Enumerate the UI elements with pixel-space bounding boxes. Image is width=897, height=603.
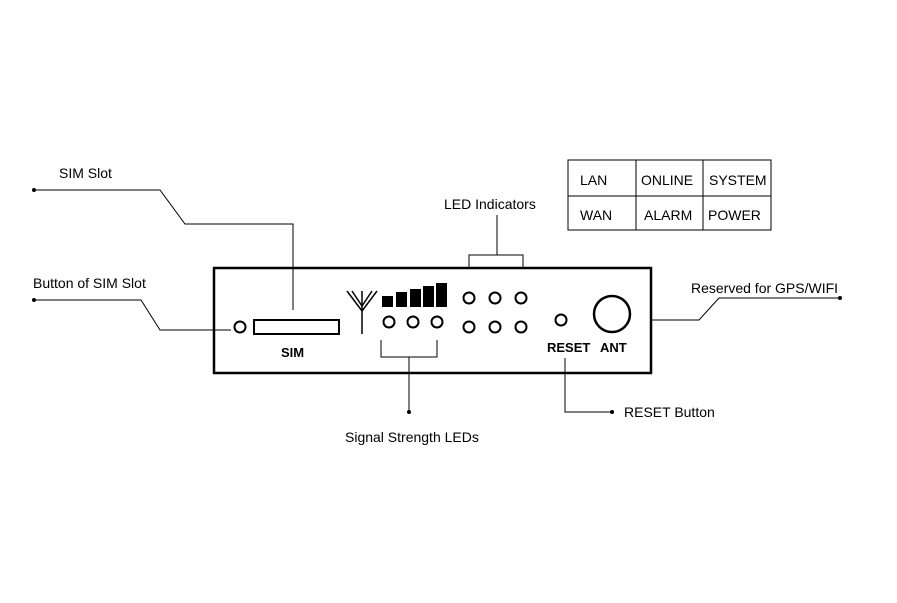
sim-eject-button[interactable] xyxy=(233,320,247,334)
led-indicator-system xyxy=(514,291,528,305)
callout-signal-strength: Signal Strength LEDs xyxy=(345,429,479,445)
signal-led xyxy=(406,315,420,329)
signal-led xyxy=(382,315,396,329)
signal-bars-icon xyxy=(382,283,447,307)
signal-led xyxy=(430,315,444,329)
callout-lines xyxy=(34,189,840,413)
callout-endpoints xyxy=(32,188,842,414)
callout-reset-button: RESET Button xyxy=(624,404,715,420)
antenna-connector[interactable] xyxy=(592,294,632,334)
reset-button[interactable] xyxy=(554,313,568,327)
led-indicator-online xyxy=(488,291,502,305)
led-indicator-lan xyxy=(462,291,476,305)
callout-led-indicators: LED Indicators xyxy=(444,196,536,212)
led-legend-table xyxy=(567,159,772,231)
callout-reserved-gps-wifi: Reserved for GPS/WIFI xyxy=(691,280,838,296)
led-indicator-wan xyxy=(462,320,476,334)
callout-sim-button: Button of SIM Slot xyxy=(33,275,146,291)
legend-cell-wan: WAN xyxy=(580,207,612,223)
legend-cell-power: POWER xyxy=(708,207,761,223)
legend-cell-alarm: ALARM xyxy=(644,207,692,223)
device-panel xyxy=(212,266,653,375)
legend-cell-online: ONLINE xyxy=(641,172,693,188)
sim-slot[interactable] xyxy=(253,319,340,335)
led-indicator-alarm xyxy=(488,320,502,334)
led-indicator-power xyxy=(514,320,528,334)
antenna-icon xyxy=(346,290,378,334)
legend-cell-system: SYSTEM xyxy=(709,172,767,188)
ant-label: ANT xyxy=(600,340,627,355)
sim-label: SIM xyxy=(281,345,304,360)
legend-cell-lan: LAN xyxy=(580,172,607,188)
callout-sim-slot: SIM Slot xyxy=(59,165,112,181)
reset-label: RESET xyxy=(547,340,590,355)
